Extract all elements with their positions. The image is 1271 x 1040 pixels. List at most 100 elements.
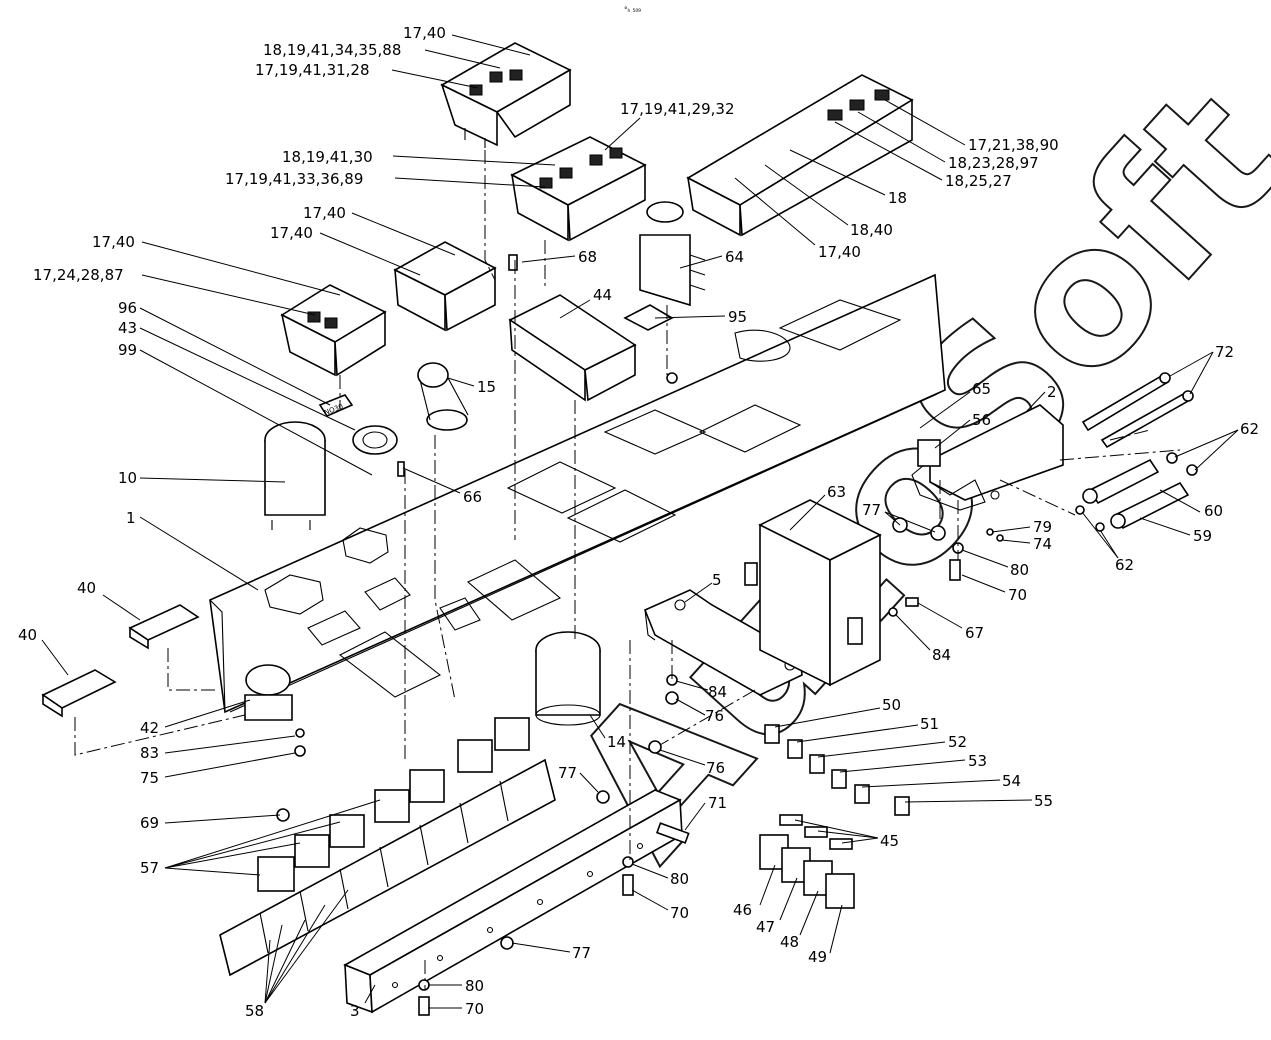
callout-59: 59 bbox=[1193, 527, 1212, 545]
callout-17-21-38-90: 17,21,38,90 bbox=[968, 136, 1059, 154]
callout-17-40-c: 17,40 bbox=[92, 233, 135, 251]
callout-77-right: 77 bbox=[862, 501, 881, 519]
switch-block-blank bbox=[393, 241, 497, 332]
callout-18-19-41-34-35-88: 18,19,41,34,35,88 bbox=[263, 41, 401, 59]
callout-60: 60 bbox=[1204, 502, 1223, 520]
callout-18-right: 18 bbox=[888, 189, 907, 207]
relay-row-57 bbox=[257, 717, 530, 892]
callout-17-19-41-31-28: 17,19,41,31,28 bbox=[255, 61, 370, 79]
callout-52: 52 bbox=[948, 733, 967, 751]
callout-18-23-28-97: 18,23,28,97 bbox=[948, 154, 1039, 172]
callout-15: 15 bbox=[477, 378, 496, 396]
callout-47: 47 bbox=[756, 918, 775, 936]
callout-17-40-top: 17,40 bbox=[403, 24, 446, 42]
callout-17-40-b: 17,40 bbox=[270, 224, 313, 242]
callout-66: 66 bbox=[463, 488, 482, 506]
callout-70-bottom: 70 bbox=[465, 1000, 484, 1018]
callout-56: 56 bbox=[972, 411, 991, 429]
callout-57: 57 bbox=[140, 859, 159, 877]
callout-77-bottom: 77 bbox=[572, 944, 591, 962]
callout-76-b: 76 bbox=[706, 759, 725, 777]
callout-5: 5 bbox=[712, 571, 722, 589]
callout-18-40: 18,40 bbox=[850, 221, 893, 239]
callout-17-24-28-87: 17,24,28,87 bbox=[33, 266, 124, 284]
callout-55: 55 bbox=[1034, 792, 1053, 810]
callout-95: 95 bbox=[728, 308, 747, 326]
top-mark: °ₕ ₅₀₉ bbox=[624, 6, 641, 14]
cylinder-14 bbox=[535, 631, 601, 726]
lower-bracket bbox=[343, 789, 683, 1014]
callout-99: 99 bbox=[118, 341, 137, 359]
callout-75: 75 bbox=[140, 769, 159, 787]
callout-70-center: 70 bbox=[670, 904, 689, 922]
switch-block-left bbox=[280, 284, 387, 377]
callout-18-19-41-30: 18,19,41,30 bbox=[282, 148, 373, 166]
callout-64: 64 bbox=[725, 248, 744, 266]
callout-77-center: 77 bbox=[558, 764, 577, 782]
callout-62-bottom: 62 bbox=[1115, 556, 1134, 574]
callout-17-40-right: 17,40 bbox=[818, 243, 861, 261]
callout-83: 83 bbox=[140, 744, 159, 762]
blank-cover-40b bbox=[41, 669, 117, 718]
callout-46: 46 bbox=[733, 901, 752, 919]
ring-43 bbox=[352, 425, 398, 455]
round-cutout bbox=[264, 574, 324, 615]
resistors-59-60 bbox=[1075, 452, 1198, 532]
callout-65: 65 bbox=[972, 380, 991, 398]
callout-40-a: 40 bbox=[77, 579, 96, 597]
callout-80-bottom: 80 bbox=[465, 977, 484, 995]
studs-72 bbox=[1081, 372, 1194, 449]
callout-63: 63 bbox=[827, 483, 846, 501]
alignment-lines bbox=[74, 150, 1181, 990]
switch-block-middle bbox=[510, 136, 647, 242]
plate-96: NO30 bbox=[318, 394, 354, 417]
callout-71: 71 bbox=[708, 794, 727, 812]
callout-80-center: 80 bbox=[670, 870, 689, 888]
callout-45: 45 bbox=[880, 832, 899, 850]
callout-40-b: 40 bbox=[18, 626, 37, 644]
callout-84-right: 84 bbox=[932, 646, 951, 664]
blank-cover-40a bbox=[128, 604, 200, 650]
socket-15 bbox=[417, 362, 469, 431]
main-panel bbox=[209, 273, 946, 714]
relays-46-49 bbox=[759, 814, 855, 909]
callout-51: 51 bbox=[920, 715, 939, 733]
callout-42: 42 bbox=[140, 719, 159, 737]
relay-box-44 bbox=[508, 294, 637, 402]
callout-43: 43 bbox=[118, 319, 137, 337]
bracket-2 bbox=[911, 404, 1064, 511]
gauge-10 bbox=[264, 421, 326, 530]
callout-79: 79 bbox=[1033, 518, 1052, 536]
callout-10: 10 bbox=[118, 469, 137, 487]
callout-67: 67 bbox=[965, 624, 984, 642]
callout-1: 1 bbox=[126, 509, 136, 527]
callout-17-19-41-29-32: 17,19,41,29,32 bbox=[620, 100, 735, 118]
callout-44: 44 bbox=[593, 286, 612, 304]
callout-17-19-41-33-36-89: 17,19,41,33,36,89 bbox=[225, 170, 363, 188]
callout-96: 96 bbox=[118, 299, 137, 317]
callout-72: 72 bbox=[1215, 343, 1234, 361]
callout-74: 74 bbox=[1033, 535, 1052, 553]
callout-69: 69 bbox=[140, 814, 159, 832]
callout-68: 68 bbox=[578, 248, 597, 266]
callout-70-right: 70 bbox=[1008, 586, 1027, 604]
callout-18-25-27: 18,25,27 bbox=[945, 172, 1012, 190]
switch-block-top bbox=[440, 42, 572, 148]
connector-42 bbox=[244, 664, 293, 721]
callout-53: 53 bbox=[968, 752, 987, 770]
callout-2: 2 bbox=[1047, 383, 1057, 401]
callout-48: 48 bbox=[780, 933, 799, 951]
callout-3: 3 bbox=[350, 1002, 360, 1020]
hardware bbox=[276, 254, 1004, 1016]
callout-76-a: 76 bbox=[705, 707, 724, 725]
callout-84-center: 84 bbox=[708, 683, 727, 701]
rotary-switch-64 bbox=[639, 201, 706, 307]
callout-50: 50 bbox=[882, 696, 901, 714]
callout-62-top: 62 bbox=[1240, 420, 1259, 438]
control-box-63 bbox=[744, 499, 882, 687]
callout-49: 49 bbox=[808, 948, 827, 966]
callouts: 17,40 18,19,41,34,35,88 17,19,41,31,28 1… bbox=[18, 24, 1259, 1020]
callout-80-right: 80 bbox=[1010, 561, 1029, 579]
callout-54: 54 bbox=[1002, 772, 1021, 790]
